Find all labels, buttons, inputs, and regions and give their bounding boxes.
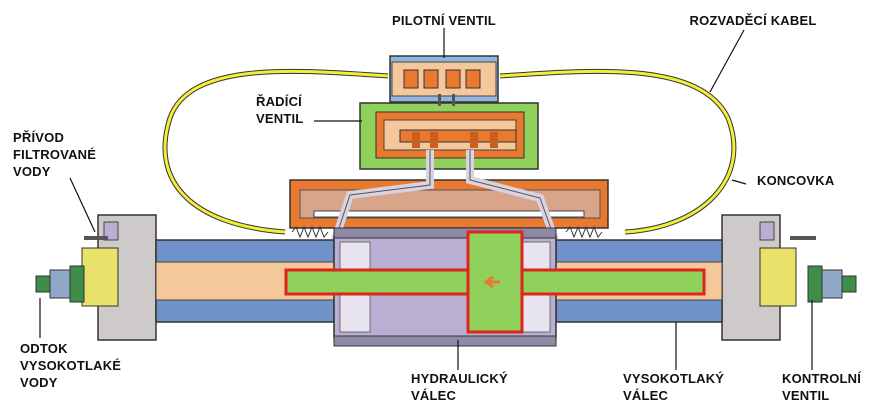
left-fitting	[35, 236, 108, 303]
label-shift-valve-2: VENTIL	[256, 111, 304, 126]
left-end-cap	[81, 214, 157, 341]
label-check-valve-2: VENTIL	[782, 388, 830, 403]
label-filtered-water-1: PŘÍVOD	[13, 130, 65, 145]
oil-channels	[331, 150, 559, 242]
label-hp-water-outlet-3: VODY	[20, 375, 58, 390]
springs	[291, 225, 603, 239]
leader-lines	[39, 28, 813, 370]
label-hp-water-outlet-1: ODTOK	[20, 341, 68, 356]
label-pilot-valve: PILOTNÍ VENTIL	[392, 13, 496, 28]
label-hp-water-outlet-2: VYSOKOTLAKÉ	[20, 358, 122, 373]
label-distribution-cable: ROZVADĚCÍ KABEL	[689, 13, 817, 28]
label-hp-cylinder-1: VYSOKOTLAKÝ	[623, 371, 725, 386]
right-fitting	[790, 236, 857, 303]
right-end-cap	[721, 214, 797, 341]
label-end-cap: KONCOVKA	[757, 173, 835, 188]
label-check-valve-1: KONTROLNÍ	[782, 371, 862, 386]
shift-valve	[359, 102, 539, 170]
label-filtered-water-2: FILTROVANÉ	[13, 147, 97, 162]
label-shift-valve-1: ŘADÍCÍ	[256, 94, 302, 109]
label-filtered-water-3: VODY	[13, 164, 51, 179]
label-hp-cylinder-2: VÁLEC	[623, 388, 669, 403]
label-hydraulic-cylinder-1: HYDRAULICKÝ	[411, 371, 508, 386]
label-hydraulic-cylinder-2: VÁLEC	[411, 388, 457, 403]
piston-rod	[284, 230, 706, 334]
distribution-cable	[162, 68, 737, 235]
pilot-valve	[389, 55, 499, 106]
